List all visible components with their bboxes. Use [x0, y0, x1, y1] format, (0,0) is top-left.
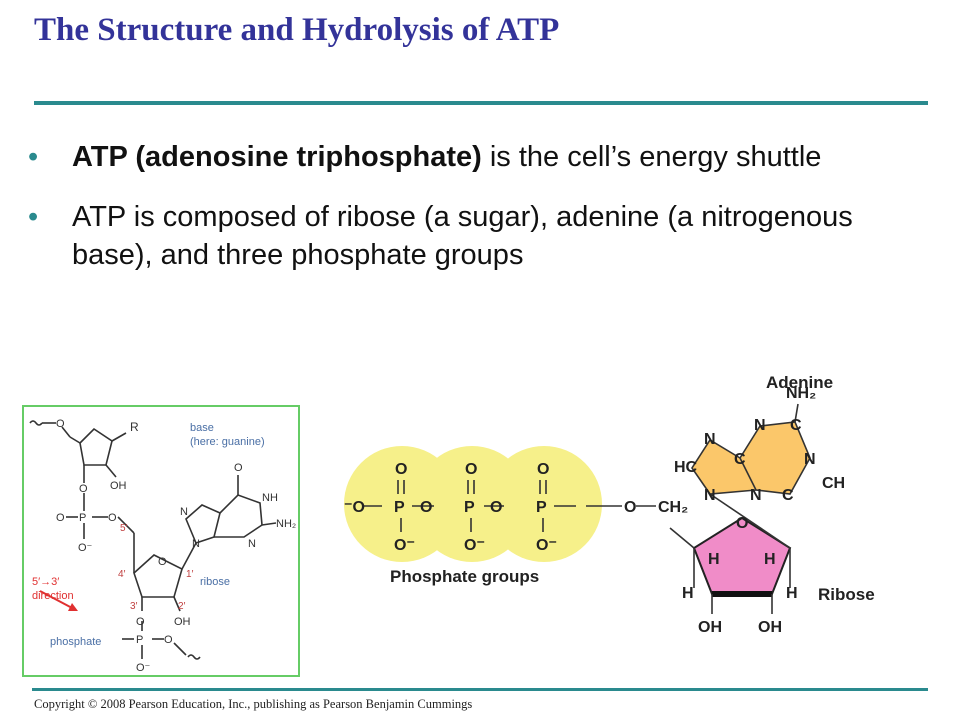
bullet-bold-text: ATP (adenosine triphosphate)	[72, 141, 482, 173]
atom-p: P	[136, 634, 143, 646]
atom-n: N	[192, 538, 200, 550]
base-label: base	[190, 422, 214, 434]
atom-n: N	[704, 487, 716, 504]
atom-o: O	[395, 461, 407, 478]
atom-o-minus: O⁻	[464, 537, 485, 554]
atom-n: N	[180, 506, 188, 518]
adenine-label: Adenine	[766, 373, 833, 392]
atom-c: C	[790, 417, 802, 434]
atom-ch2: CH₂	[658, 499, 688, 516]
bullet-list: • ATP (adenosine triphosphate) is the ce…	[28, 138, 908, 296]
atom-h: H	[708, 551, 720, 568]
adenine-ring-6	[740, 422, 810, 494]
atom-p: P	[394, 499, 405, 516]
footer-divider	[32, 688, 928, 691]
atom-oh: OH	[698, 619, 722, 636]
position-3-label: 3′	[130, 601, 138, 612]
atom-oh: OH	[758, 619, 782, 636]
bullet-item: • ATP is composed of ribose (a sugar), a…	[28, 198, 908, 274]
atom-ch: CH	[822, 475, 845, 492]
atom-oh: OH	[174, 616, 191, 628]
direction-label-1: 5′→3′	[32, 576, 59, 588]
atom-o: O	[108, 512, 117, 524]
atom-o: O	[158, 556, 167, 568]
atom-n: N	[804, 451, 816, 468]
atom-hc: HC	[674, 459, 698, 476]
position-1-label: 1′	[186, 569, 194, 580]
atom-c: C	[734, 451, 746, 468]
atom-nh2: NH₂	[786, 385, 816, 402]
direction-label-2: direction	[32, 590, 74, 602]
atom-n: N	[754, 417, 766, 434]
nucleotide-chain-diagram: O R OH O P O O O⁻ 5′ O 4′ 1′ 3′ 2′ OH O …	[22, 405, 300, 677]
atom-o: O	[136, 616, 145, 628]
phosphate-label: phosphate	[50, 636, 101, 648]
atom-nh: NH	[262, 492, 278, 504]
atom-n: N	[704, 431, 716, 448]
atom-o-minus: O⁻	[536, 537, 557, 554]
atom-o: O	[79, 483, 88, 495]
atom-h: H	[764, 551, 776, 568]
atom-h: H	[682, 585, 694, 602]
ribose-ring-o: O	[736, 515, 748, 532]
ribose-label: Ribose	[818, 585, 875, 604]
position-5-label: 5′	[120, 523, 128, 534]
position-4-label: 4′	[118, 569, 126, 580]
bullet-text: ATP is composed of ribose (a sugar), ade…	[72, 201, 853, 271]
title-divider	[34, 101, 928, 105]
adenine-ring-5	[692, 440, 756, 494]
copyright-notice: Copyright © 2008 Pearson Education, Inc.…	[34, 697, 473, 711]
bullet-dot-icon: •	[28, 201, 39, 233]
atom-o: O	[490, 499, 502, 516]
atom-n: N	[750, 487, 762, 504]
phosphate-group-3	[486, 446, 602, 562]
bullet-text: is the cell’s energy shuttle	[481, 141, 822, 173]
atom-o: O	[420, 499, 432, 516]
atom-oh: OH	[110, 480, 127, 492]
atom-o-minus: O⁻	[78, 542, 93, 554]
atom-o: O	[537, 461, 549, 478]
atom-p: P	[79, 512, 86, 524]
atom-o-minus: O⁻	[136, 662, 151, 674]
atom-o: O	[624, 499, 636, 516]
phosphate-groups-label: Phosphate groups	[390, 567, 539, 586]
atom-o-minus: ⁻O	[344, 499, 365, 516]
atom-o: O	[234, 462, 243, 474]
atom-o-minus: O⁻	[394, 537, 415, 554]
slide-title: The Structure and Hydrolysis of ATP	[34, 12, 560, 48]
atom-o: O	[465, 461, 477, 478]
bullet-item: • ATP (adenosine triphosphate) is the ce…	[28, 138, 908, 176]
atom-p: P	[464, 499, 475, 516]
atom-n: N	[248, 538, 256, 550]
r-group-label: R	[130, 420, 139, 434]
atom-p: P	[536, 499, 547, 516]
atom-o: O	[56, 418, 65, 430]
atom-h: H	[786, 585, 798, 602]
ribose-label: ribose	[200, 576, 230, 588]
atom-c: C	[782, 487, 794, 504]
atom-nh2: NH₂	[276, 518, 296, 530]
atom-o: O	[56, 512, 65, 524]
bullet-dot-icon: •	[28, 141, 39, 173]
position-2-label: 2′	[178, 601, 186, 612]
atom-o: O	[164, 634, 173, 646]
base-sublabel: (here: guanine)	[190, 436, 265, 448]
atp-molecule-diagram: ⁻O O P O⁻ O O P O⁻ O O P O⁻ O CH₂ O H H …	[344, 373, 875, 636]
